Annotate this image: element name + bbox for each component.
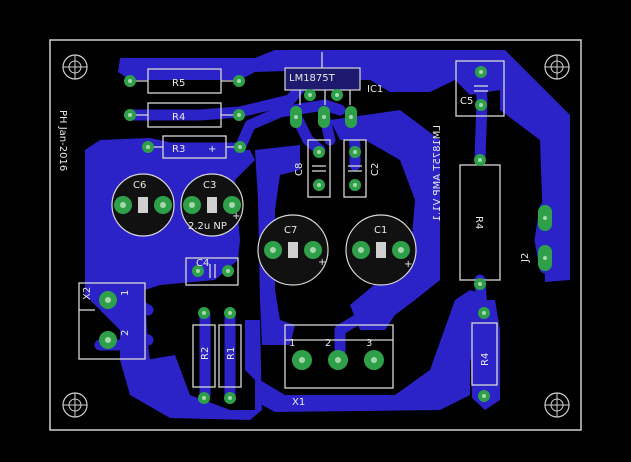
capacitor-c8: C8	[294, 139, 331, 198]
mounting-hole-icon	[544, 392, 570, 418]
resistor-right-lower: R4	[471, 307, 498, 402]
label-x1-pin2: 2	[325, 338, 331, 349]
resistor-r5: R5	[124, 68, 245, 94]
label-ic1-ref: IC1	[367, 84, 383, 95]
label-x1-pin3: 3	[366, 338, 372, 349]
terminal-x2: X2 1 2	[78, 282, 146, 360]
label-r5: R5	[172, 78, 185, 89]
plus-icon: +	[232, 211, 240, 222]
ic1-lm1875t: LM1875T IC1	[284, 52, 383, 128]
mounting-hole-icon	[544, 54, 570, 80]
resistor-r3: R3 +	[142, 135, 246, 159]
capacitor-c2: C2	[343, 139, 381, 198]
copper-bottom-center	[260, 290, 485, 412]
plus-icon: +	[318, 257, 326, 268]
label-c1: C1	[374, 225, 387, 236]
capacitor-c4: C4	[185, 257, 239, 286]
label-r-right: R4	[480, 353, 491, 366]
resistor-r2: R2	[192, 307, 216, 404]
label-ic1-part: LM1875T	[289, 73, 336, 84]
capacitor-c6: C6	[111, 173, 175, 237]
label-r2: R2	[200, 347, 211, 360]
mounting-hole-icon	[62, 392, 88, 418]
label-r4-top: R4	[172, 112, 185, 123]
copper-right-lower	[470, 300, 500, 410]
label-r4-side: R4	[473, 216, 484, 229]
jumper-j2: J2	[520, 205, 552, 271]
label-j2: J2	[520, 253, 531, 263]
label-x2-pin1: 1	[120, 290, 131, 296]
resistor-r4-side: R4	[459, 154, 501, 290]
label-c6: C6	[133, 180, 146, 191]
terminal-x1: 1 2 3 X1	[284, 324, 394, 408]
capacitor-c7: C7 +	[257, 214, 329, 286]
copper-center-right	[330, 110, 440, 330]
label-x1-pin1: 1	[289, 338, 295, 349]
label-c5: C5	[460, 96, 473, 107]
plus-icon: +	[208, 144, 216, 155]
label-c3: C3	[203, 180, 216, 191]
label-x2-pin2: 2	[120, 330, 131, 336]
label-c4: C4	[196, 258, 209, 269]
copper-right-strip	[455, 50, 570, 282]
capacitor-c5: C5	[455, 60, 505, 117]
capacitor-c3: C3 2.2u NP +	[180, 173, 244, 237]
label-x2: X2	[82, 287, 93, 300]
label-c8: C8	[294, 163, 305, 176]
board-title: LM1875T AMP V1.1	[432, 125, 443, 221]
label-c7: C7	[284, 225, 297, 236]
label-x1: X1	[292, 397, 305, 408]
label-c2: C2	[370, 163, 381, 176]
board-author: PH Jan-2016	[57, 110, 68, 171]
label-r1: R1	[226, 347, 237, 360]
board-outline	[49, 39, 582, 431]
resistor-r4-top: R4	[124, 102, 245, 128]
mounting-hole-icon	[62, 54, 88, 80]
copper-center-ring	[255, 145, 300, 345]
label-r3: R3	[172, 144, 185, 155]
copper-bottom-left	[120, 320, 262, 420]
label-c3-value: 2.2u NP	[188, 221, 227, 232]
plus-icon: +	[404, 259, 412, 270]
capacitor-c1: C1 +	[345, 214, 417, 286]
resistor-r1: R1	[218, 307, 242, 404]
